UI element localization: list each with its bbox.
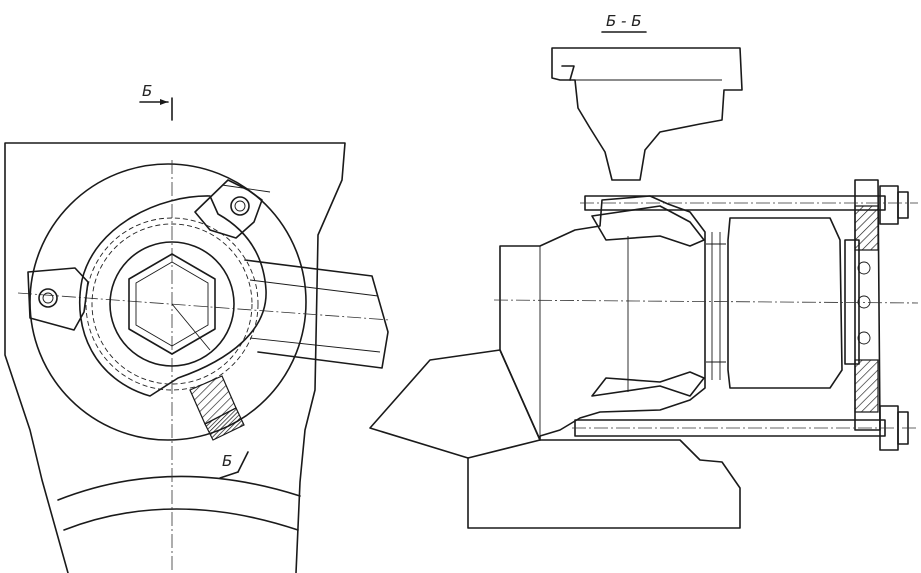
- end-plate-hatched-bottom: [854, 359, 879, 413]
- section-mark-bottom: Б: [222, 452, 232, 470]
- section-arrow-top: [139, 97, 173, 121]
- top-clamp: [551, 47, 743, 181]
- wrench-ring: [78, 195, 267, 397]
- section-title: Б - Б: [606, 12, 642, 30]
- left-pin: [38, 288, 58, 308]
- section-view: Б - Б: [369, 12, 919, 529]
- housing-outline: [4, 142, 346, 573]
- upper-lug: [194, 179, 263, 239]
- section-arrow-bottom: [219, 451, 249, 479]
- section-mark-top: Б: [142, 82, 152, 100]
- left-lug: [27, 267, 89, 331]
- plan-view: Б Б: [4, 82, 391, 573]
- roller-housing: [727, 217, 843, 389]
- base-block: [369, 349, 741, 529]
- hex-nut: [128, 253, 216, 355]
- wrench-handle: [244, 259, 389, 369]
- screw-insert-2: [204, 407, 245, 441]
- upper-pin: [230, 196, 250, 216]
- lower-tie-bolt: [572, 405, 918, 451]
- housing-bottom-arc: [57, 475, 301, 501]
- upper-tie-bolt: [580, 185, 918, 225]
